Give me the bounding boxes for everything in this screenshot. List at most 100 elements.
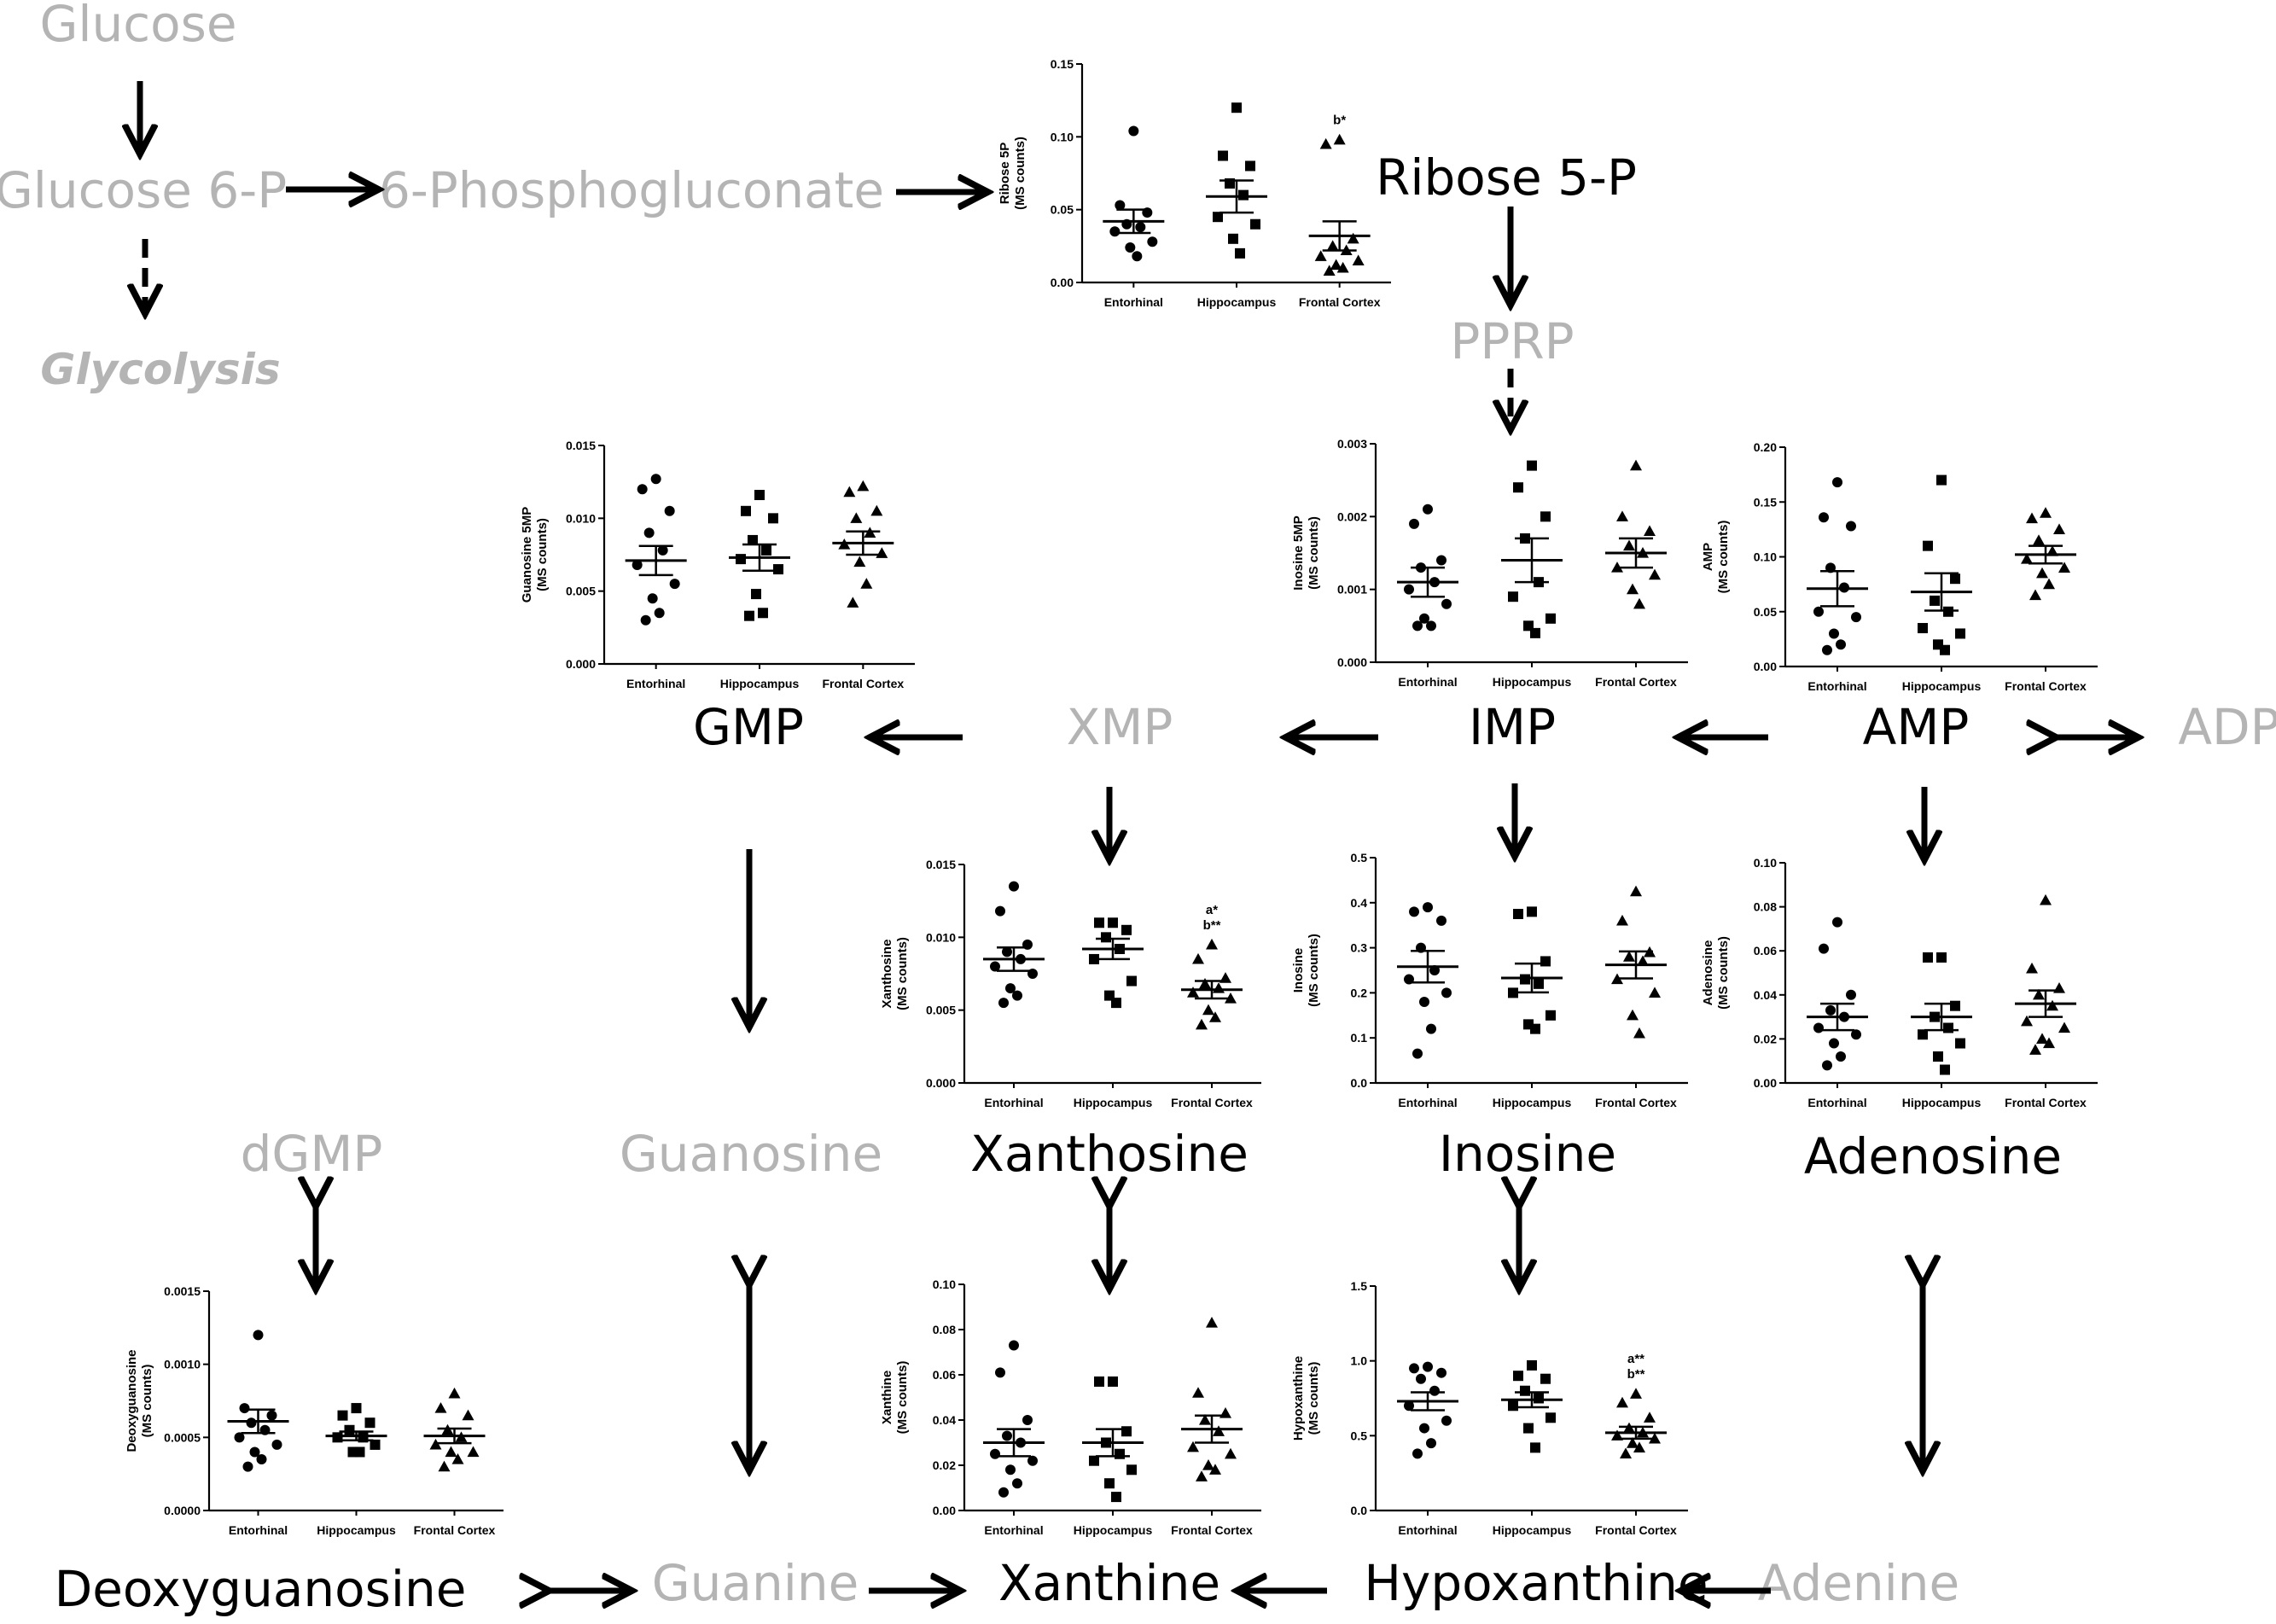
y-tick-label: 0.15 <box>1754 495 1777 509</box>
data-point <box>234 1432 245 1443</box>
data-point <box>1206 938 1218 950</box>
data-point <box>650 474 661 485</box>
data-point <box>857 480 870 492</box>
met-inosine: Inosine <box>1439 1125 1616 1183</box>
data-point <box>998 998 1009 1009</box>
data-point <box>754 490 765 501</box>
data-point <box>1225 1447 1237 1459</box>
met-guanine: Guanine <box>652 1554 859 1612</box>
data-point <box>1630 1388 1642 1399</box>
y-tick-label: 0.00 <box>1754 1076 1777 1090</box>
data-point <box>2043 578 2055 590</box>
data-point <box>1611 562 1623 573</box>
data-point <box>1319 137 1332 149</box>
y-tick-label: 0.000 <box>926 1076 956 1090</box>
data-point <box>451 1453 464 1464</box>
data-point <box>2046 999 2058 1011</box>
x-tick-label: Entorhinal <box>1104 295 1163 309</box>
data-point <box>1819 512 1829 523</box>
data-point <box>1530 1442 1540 1453</box>
data-point <box>1419 613 1429 624</box>
y-tick-label: 0.00 <box>1051 276 1074 289</box>
data-point <box>2036 567 2048 579</box>
data-point <box>998 1487 1009 1498</box>
data-point <box>1822 1060 1832 1071</box>
y-tick-label: 0.015 <box>566 439 596 452</box>
y-tick-label: 0.003 <box>1337 437 1367 451</box>
x-tick-label: Frontal Cortex <box>1299 295 1381 309</box>
data-point <box>1836 1051 1846 1062</box>
y-tick-label: 0.06 <box>933 1368 956 1382</box>
x-tick-label: Hippocampus <box>1197 295 1277 309</box>
data-point <box>1409 518 1419 529</box>
y-axis-title: Ribose 5P <box>998 143 1012 205</box>
met-xmp: XMP <box>1067 698 1173 756</box>
met-gmp: GMP <box>693 698 804 756</box>
y-axis-title: Deoxyguanosine <box>125 1349 139 1452</box>
y-tick-label: 0.15 <box>1051 57 1074 71</box>
data-point <box>2029 589 2041 601</box>
data-point <box>847 597 859 608</box>
y-axis-title: Adenosine <box>1701 940 1715 1006</box>
data-point <box>1508 591 1518 602</box>
y-tick-label: 0.015 <box>926 858 956 871</box>
data-point <box>1089 1455 1099 1466</box>
y-tick-label: 0.05 <box>1051 203 1074 217</box>
data-point <box>1231 102 1242 114</box>
y-axis-title: Xanthosine <box>880 940 894 1009</box>
data-point <box>1412 1448 1423 1459</box>
data-point <box>1825 1004 1836 1016</box>
y-tick-label: 0.005 <box>926 1004 956 1017</box>
data-point <box>2029 1044 2041 1055</box>
x-tick-label: Entorhinal <box>1807 1096 1866 1109</box>
x-tick-label: Frontal Cortex <box>1171 1523 1253 1537</box>
data-point <box>1508 987 1518 998</box>
y-tick-label: 0.04 <box>1754 988 1777 1002</box>
data-point <box>1125 242 1136 253</box>
y-axis-title: Xanthine <box>880 1371 894 1424</box>
y-tick-label: 0.002 <box>1337 509 1367 523</box>
x-tick-label: Entorhinal <box>229 1523 288 1537</box>
data-point <box>354 1446 365 1458</box>
data-point <box>1347 232 1359 244</box>
data-point <box>1115 200 1126 211</box>
met-amp: AMP <box>1863 698 1970 756</box>
data-point <box>337 1410 348 1421</box>
significance-label: b* <box>1333 114 1346 128</box>
data-point <box>1930 595 1940 606</box>
data-point <box>853 556 866 568</box>
data-point <box>1128 125 1139 137</box>
data-point <box>1520 974 1530 985</box>
data-point <box>2021 553 2033 564</box>
data-point <box>1508 1400 1518 1412</box>
y-tick-label: 0.5 <box>1351 851 1368 864</box>
data-point <box>1923 540 1933 551</box>
data-point <box>253 1330 264 1341</box>
data-point <box>990 1448 1000 1459</box>
data-point <box>1936 474 1947 486</box>
data-point <box>1523 1423 1534 1434</box>
data-point <box>1616 1396 1628 1408</box>
y-tick-label: 0.05 <box>1754 605 1777 619</box>
significance-label: a** <box>1627 1352 1644 1366</box>
x-tick-label: Entorhinal <box>1807 679 1866 693</box>
data-point <box>1441 598 1452 609</box>
data-point <box>1009 881 1019 892</box>
data-point <box>1940 1064 1950 1075</box>
data-point <box>990 961 1000 972</box>
data-point <box>1314 250 1327 261</box>
data-point <box>1187 1441 1199 1452</box>
data-point <box>768 513 778 524</box>
data-point <box>1616 914 1628 926</box>
data-point <box>1649 1432 1661 1444</box>
met-imp: IMP <box>1469 698 1556 756</box>
y-axis-title: (MS counts) <box>140 1365 154 1438</box>
y-axis-title: Hypoxanthine <box>1291 1356 1306 1441</box>
data-point <box>1441 1415 1452 1426</box>
data-point <box>1426 1438 1436 1449</box>
x-tick-label: Frontal Cortex <box>822 677 904 690</box>
data-point <box>748 534 758 545</box>
